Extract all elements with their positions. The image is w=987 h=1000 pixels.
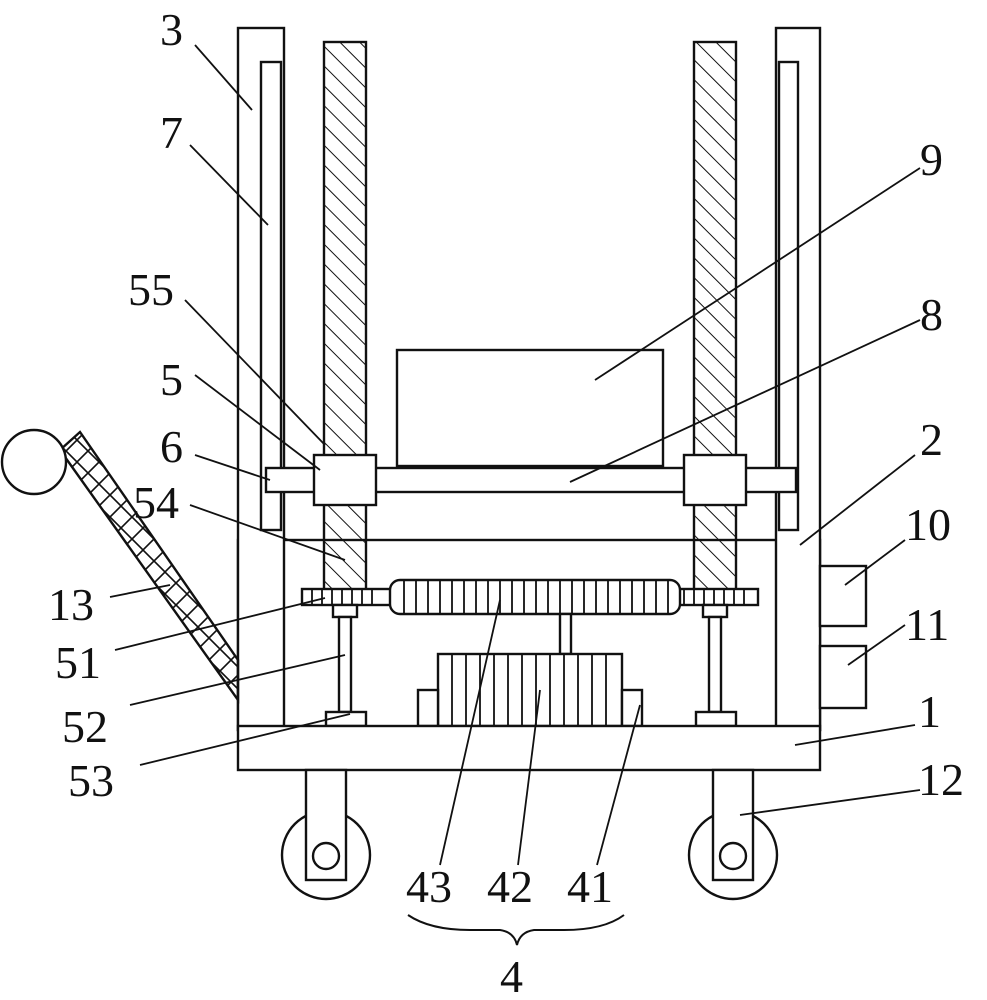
label-54: 54 xyxy=(133,477,179,528)
central-gear xyxy=(388,578,682,616)
label-5: 5 xyxy=(160,354,183,405)
right-slot xyxy=(777,60,800,532)
handle-arm xyxy=(58,430,240,704)
label-51: 51 xyxy=(55,637,101,688)
right-wheel xyxy=(687,768,779,901)
left-post-collar xyxy=(331,603,359,619)
left-wheel xyxy=(280,768,372,901)
left-screw xyxy=(322,40,368,596)
right-post-base xyxy=(694,710,738,728)
label-41: 41 xyxy=(567,861,613,912)
top-box xyxy=(395,348,665,468)
motor-mount-left xyxy=(416,688,440,728)
label-7: 7 xyxy=(160,107,183,158)
label-52: 52 xyxy=(62,701,108,752)
label-53: 53 xyxy=(68,755,114,806)
label-2: 2 xyxy=(920,414,943,465)
handle-knob xyxy=(0,428,68,496)
right-post xyxy=(707,615,723,714)
callout-labels: 3 7 55 5 6 54 13 51 52 53 9 8 2 10 11 1 … xyxy=(48,4,964,1000)
label-10: 10 xyxy=(905,499,951,550)
right-post-collar xyxy=(701,603,729,619)
right-screw xyxy=(692,40,738,596)
motor-shaft xyxy=(558,612,573,656)
left-post xyxy=(337,615,353,714)
label-9: 9 xyxy=(920,134,943,185)
gear-teeth-right xyxy=(683,589,745,605)
leader-lines xyxy=(109,44,921,866)
label-42: 42 xyxy=(487,861,533,912)
base-plate xyxy=(236,724,822,772)
label-11: 11 xyxy=(905,599,949,650)
label-13: 13 xyxy=(48,579,94,630)
label-43: 43 xyxy=(406,861,452,912)
right-slider xyxy=(682,453,748,507)
group-brace xyxy=(407,914,625,946)
left-slider xyxy=(312,453,378,507)
label-55: 55 xyxy=(128,264,174,315)
label-6: 6 xyxy=(160,421,183,472)
label-3: 3 xyxy=(160,4,183,55)
gear-teeth-left xyxy=(311,589,373,605)
label-4: 4 xyxy=(500,951,523,1000)
label-1: 1 xyxy=(918,686,941,737)
label-8: 8 xyxy=(920,289,943,340)
side-box-lower xyxy=(818,644,868,710)
label-12: 12 xyxy=(918,754,964,805)
left-slot xyxy=(259,60,283,532)
central-gear-teeth xyxy=(403,580,669,614)
